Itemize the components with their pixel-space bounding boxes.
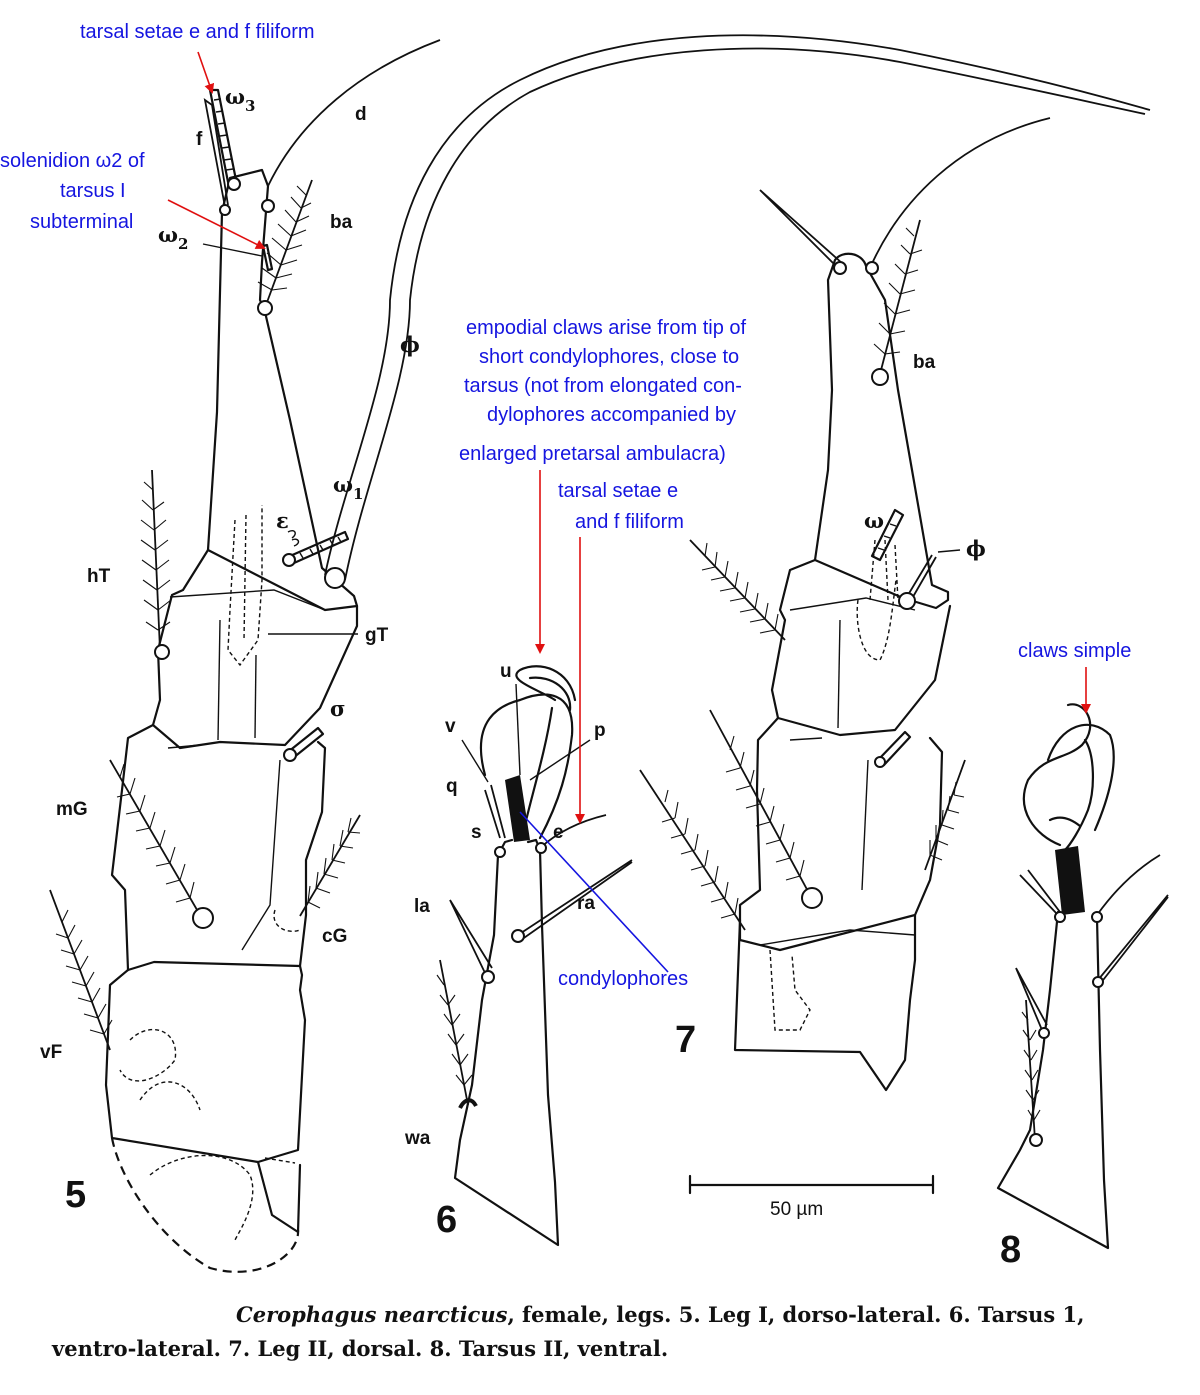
annotation-tarsal-setae-top: tarsal setae e and f filiform <box>80 21 315 94</box>
leg1-tibia-outline <box>151 548 359 750</box>
label-phi-leg2: ϕ <box>966 536 986 561</box>
leg2-femur-outline <box>733 913 917 1092</box>
annotation-condylophores: condylophores <box>519 811 688 990</box>
tarsus2-claw <box>1022 703 1095 852</box>
label-cG: cG <box>322 926 347 947</box>
seta-d <box>267 39 441 187</box>
label-omega-3: ω3 <box>225 84 255 115</box>
label-q: q <box>446 776 458 797</box>
leg2-genu-outline <box>738 716 944 952</box>
figure-number-5: 5 <box>65 1174 86 1216</box>
label-s: s <box>471 822 482 843</box>
seta-f <box>203 97 229 208</box>
seta-leg2-genu-right-feathered <box>924 759 966 871</box>
tarsus1-condylophores <box>505 775 530 842</box>
seta-ra <box>517 859 633 941</box>
label-v: v <box>445 716 456 737</box>
svg-text:solenidion ω2 of: solenidion ω2 of <box>0 150 145 172</box>
annotation-empodial-claws: empodial claws arise from tip of short c… <box>459 317 747 654</box>
tarsus1-empodial-claw <box>479 665 577 840</box>
label-omega-leg2: ω <box>864 508 884 533</box>
solenidion-omega-leg2 <box>870 508 905 562</box>
label-p: p <box>594 720 606 741</box>
seta-ba-leg2 <box>871 219 923 386</box>
label-wa: wa <box>404 1128 431 1149</box>
caption-line-1: Cerophagus nearcticus, female, legs. 5. … <box>236 1302 1084 1327</box>
figure-number-8: 8 <box>1000 1229 1021 1271</box>
seta-vF <box>49 889 113 1051</box>
label-ba-leg2: ba <box>913 352 936 373</box>
tarsus2-outline <box>996 910 1110 1250</box>
figure-number-6: 6 <box>436 1199 457 1241</box>
label-gT: gT <box>365 625 389 646</box>
label-ba: ba <box>330 212 353 233</box>
leg1-femur-outline <box>104 964 307 1164</box>
label-mG: mG <box>56 799 88 820</box>
annotation-tarsal-setae-mid: tarsal setae e and f filiform <box>558 480 684 824</box>
leg1-genu-outline <box>110 723 327 972</box>
label-ra: ra <box>577 893 595 914</box>
figure-8-tarsus-2: 8 <box>996 703 1169 1271</box>
label-omega-2: ω2 <box>158 222 188 253</box>
seta-wa <box>436 959 478 1109</box>
svg-text:tarsus I: tarsus I <box>60 180 126 202</box>
label-f: f <box>196 129 203 150</box>
figure-number-7: 7 <box>675 1019 696 1061</box>
seta-leg2-femur-feathered <box>639 769 746 931</box>
seta-phi-leg1 <box>324 34 1151 581</box>
label-omega-1: ω1 <box>333 472 363 503</box>
leg2-tarsus-outline <box>813 252 950 610</box>
scale-bar-label: 50 µm <box>770 1199 823 1220</box>
svg-text:enlarged pretarsal ambulacra): enlarged pretarsal ambulacra) <box>459 443 726 465</box>
svg-text:claws simple: claws simple <box>1018 640 1131 662</box>
leg1-trochanter-dashed <box>110 1137 300 1273</box>
seta-tarsus2-feathered <box>1021 999 1043 1147</box>
annotation-claws-simple: claws simple <box>1018 640 1131 714</box>
label-epsilon: ε <box>276 508 289 533</box>
seta-la <box>449 899 493 976</box>
figure-6-tarsus-1: u v p q s e la ra wa 6 <box>404 661 633 1247</box>
seta-ba-leg1 <box>257 179 313 316</box>
tarsus1-outline <box>453 848 560 1247</box>
svg-text:empodial claws arise from tip: empodial claws arise from tip of <box>466 317 747 339</box>
svg-text:tarsal setae e and f filiform: tarsal setae e and f filiform <box>80 21 315 43</box>
figure-caption: Cerophagus nearcticus, female, legs. 5. … <box>51 1302 1084 1361</box>
label-sigma: σ <box>330 696 345 721</box>
seta-leg2-tibia-feathered <box>689 539 786 641</box>
svg-text:condylophores: condylophores <box>558 968 688 990</box>
label-d: d <box>355 104 367 125</box>
seta-cG <box>299 814 361 917</box>
svg-text:and f filiform: and f filiform <box>575 511 684 533</box>
label-vF: vF <box>40 1042 62 1063</box>
svg-text:tarsus (not from elongated con: tarsus (not from elongated con- <box>464 375 742 397</box>
svg-text:subterminal: subterminal <box>30 211 133 233</box>
label-la: la <box>414 896 430 917</box>
scale-bar: 50 µm <box>688 1174 935 1220</box>
seta-leg2-dorsal <box>759 189 844 269</box>
svg-text:dylophores accompanied by: dylophores accompanied by <box>487 404 736 426</box>
label-u: u <box>500 661 512 682</box>
tarsus2-condylophores <box>1055 846 1085 915</box>
seta-hT <box>140 469 172 660</box>
figure-7-leg-2: ba ω ϕ 7 <box>639 117 1051 1092</box>
figure-5-leg-1: d ba f ω3 ω2 ϕ ε ω1 hT gT σ mG cG vF 5 <box>40 34 1151 1273</box>
label-phi-leg1: ϕ <box>400 332 420 357</box>
label-hT: hT <box>87 566 111 587</box>
svg-text:short condylophores, close to: short condylophores, close to <box>479 346 739 368</box>
annotation-solenidion: solenidion ω2 of tarsus I subterminal <box>0 150 266 249</box>
solenidion-omega-2 <box>261 243 274 272</box>
svg-text:tarsal setae e: tarsal setae e <box>558 480 678 502</box>
leg1-tarsus-outline <box>206 168 359 612</box>
label-e: e <box>553 822 564 843</box>
seta-leg2-genu-feathered <box>709 709 823 909</box>
caption-line-2: ventro-lateral. 7. Leg II, dorsal. 8. Ta… <box>51 1336 668 1361</box>
seta-mG <box>109 759 214 929</box>
leg2-tibia-outline <box>770 558 952 737</box>
